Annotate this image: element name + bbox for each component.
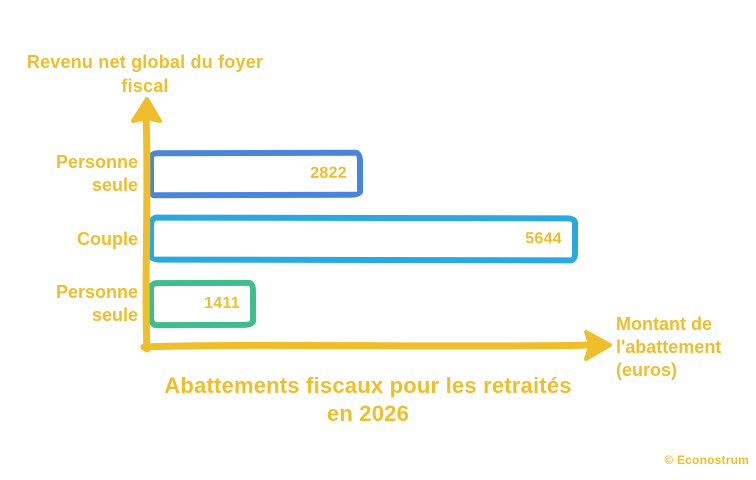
x-axis-title: Montant de l'abattement (euros) <box>616 314 722 380</box>
category-label-couple: Couple <box>77 229 138 249</box>
bar-value-label: 2822 <box>310 164 348 182</box>
category-label-personne-seule-bottom: Personne seule <box>55 282 138 325</box>
x-axis-line <box>140 341 598 351</box>
y-axis-title: Revenu net global du foyer fiscal <box>26 52 264 96</box>
y-axis-line <box>142 112 151 353</box>
y-axis-arrow-icon <box>131 97 162 123</box>
x-axis-arrow-icon <box>584 330 612 361</box>
bar-value-label: 5644 <box>525 230 563 248</box>
bar-value-label: 1411 <box>204 294 241 312</box>
bar-personne-seule-bottom: 1411 <box>147 279 257 329</box>
chart-title: Abattements fiscaux pour les retraités e… <box>164 373 572 426</box>
credit: © Econostrum <box>664 453 749 467</box>
category-label-personne-seule-top: Personne seule <box>55 152 138 195</box>
bar-personne-seule-top: 2822 <box>147 149 364 199</box>
bar-couple: 5644 <box>147 214 579 264</box>
